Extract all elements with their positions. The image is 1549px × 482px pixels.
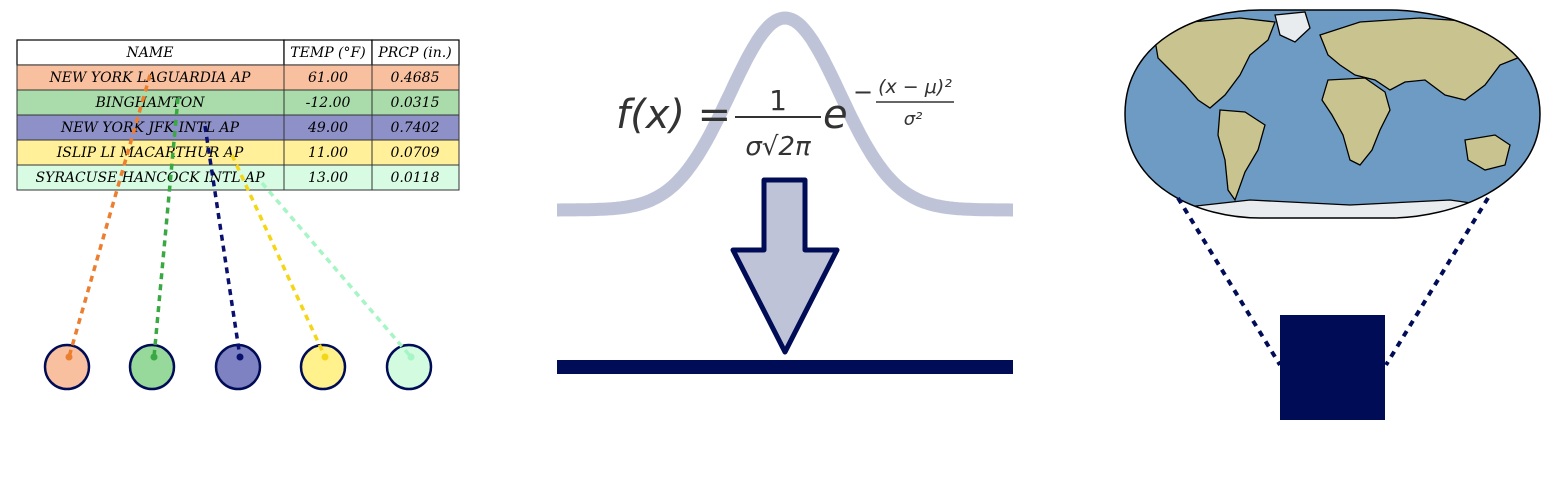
map-land [1154, 11, 1526, 218]
table-cell-temp: -12.00 [306, 95, 351, 111]
zoom-square [1280, 315, 1385, 420]
table-cell-temp: 13.00 [308, 170, 348, 186]
gaussian-formula-panel: f(x) = 1 σ√2π e − (x − μ)² σ² [540, 0, 1030, 482]
table-cell-bg [371, 139, 460, 166]
world-map-svg [1124, 9, 1541, 420]
landmass-africa [1321, 77, 1391, 166]
formula-denominator: σ√2π [745, 132, 811, 162]
formula-exponent-denominator: σ² [904, 109, 923, 130]
table-header: NAME TEMP (°F) PRCP (in.) [16, 39, 460, 66]
column-header-temp: TEMP (°F) [290, 45, 365, 61]
connector-endpoint [407, 353, 415, 361]
table-cell-name: SYRACUSE HANCOCK INTL AP [35, 170, 265, 186]
zoom-line-left [1176, 196, 1282, 367]
gaussian-diagram-svg: f(x) = 1 σ√2π e − (x − μ)² σ² [557, 11, 1013, 374]
formula-exponent-numerator: (x − μ)² [878, 76, 952, 98]
station-circle [299, 343, 347, 391]
map-outline [1124, 9, 1541, 219]
station-circles [43, 343, 433, 391]
formula-exponent-sign: − [853, 78, 873, 106]
table-cell-prcp: 0.0118 [391, 170, 440, 186]
table-cell-bg [283, 89, 373, 116]
connector-line [260, 181, 413, 359]
table-cell-temp: 11.00 [308, 145, 348, 161]
table-cell-bg [283, 139, 373, 166]
connector-line [67, 74, 152, 358]
connector-lines [65, 74, 415, 361]
table-cell-name: BINGHAMTON [95, 95, 206, 111]
table-cell-prcp: 0.0709 [391, 145, 440, 161]
table-cell-prcp: 0.4685 [391, 70, 440, 86]
table-cell-temp: 61.00 [308, 70, 348, 86]
connector-endpoint [150, 353, 158, 361]
station-table-panel: NAME TEMP (°F) PRCP (in.) NEW YORK LAGUA… [0, 0, 480, 482]
table-cell-name: ISLIP LI MACARTHUR AP [56, 145, 244, 161]
formula-base: e [823, 92, 848, 138]
connector-line [230, 154, 327, 358]
table-cell-name: NEW YORK JFK INTL AP [60, 120, 240, 136]
table-cell-bg [371, 164, 460, 191]
table-cell-prcp: 0.7402 [391, 120, 440, 136]
connector-endpoint [321, 353, 329, 361]
station-circle [385, 343, 433, 391]
landmass-australia [1464, 134, 1511, 171]
column-header-name: NAME [126, 45, 174, 61]
zoom-line-right [1384, 196, 1490, 367]
table-cell-bg [371, 89, 460, 116]
table-cell-temp: 49.00 [307, 120, 348, 136]
station-table-svg: NAME TEMP (°F) PRCP (in.) NEW YORK LAGUA… [16, 39, 460, 391]
formula-lhs: f(x) = [616, 92, 731, 138]
table-cell-bg [16, 89, 285, 116]
column-header-prcp: PRCP (in.) [377, 45, 451, 61]
connector-endpoint [236, 353, 244, 361]
formula: f(x) = 1 σ√2π e − (x − μ)² σ² [616, 76, 954, 162]
table-cell-bg [283, 114, 373, 141]
table-cell-prcp: 0.0315 [391, 95, 440, 111]
landmass-north-america [1154, 17, 1276, 109]
table-cell-bg [371, 64, 460, 91]
station-circle [128, 343, 176, 391]
bell-curve [557, 11, 1013, 217]
down-arrow [730, 177, 840, 355]
formula-numerator: 1 [769, 84, 787, 117]
connector-endpoint [65, 353, 73, 361]
table-cell-bg [16, 139, 285, 166]
world-map-panel [1100, 0, 1549, 482]
landmass-greenland [1274, 11, 1311, 43]
landmass-south-america [1217, 109, 1266, 202]
baseline-bar [557, 360, 1013, 374]
station-circle [43, 343, 91, 391]
station-circle [214, 343, 262, 391]
connector-line [203, 125, 242, 358]
